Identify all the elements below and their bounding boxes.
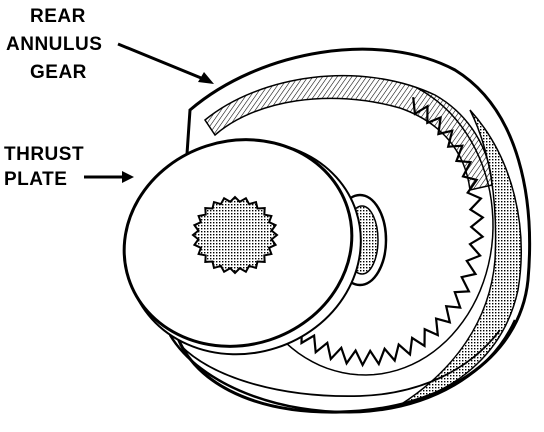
thrust-plate-leader [84, 171, 134, 183]
housing-lower-lip-outer [168, 319, 517, 414]
rear-annulus-gear-leader [117, 42, 214, 84]
rear-annulus-gear-label: REAR ANNULUS GEAR [6, 6, 102, 83]
annulus-gear-teeth [258, 87, 494, 376]
thrust-plate-label-line-1: THRUST [4, 144, 84, 165]
rear-annulus-gear-label-line-2: ANNULUS [6, 34, 102, 55]
annulus-outer-wall-shading [399, 109, 522, 406]
thrust-plate-splined-bore [191, 195, 279, 275]
annulus-teeth-band-top [203, 74, 493, 191]
rear-annulus-gear-label-line-1: REAR [30, 6, 86, 27]
splined-bore-profile [191, 195, 279, 275]
annulus-teeth-profile [267, 97, 485, 368]
rear-annulus-gear-label-line-3: GEAR [30, 62, 87, 83]
thrust-plate-label-line-2: PLATE [4, 169, 67, 190]
annulus-teeth-root-line [258, 87, 494, 376]
thrust-plate-label: THRUST PLATE [4, 144, 84, 190]
housing-lower-lip-inner [179, 329, 501, 398]
